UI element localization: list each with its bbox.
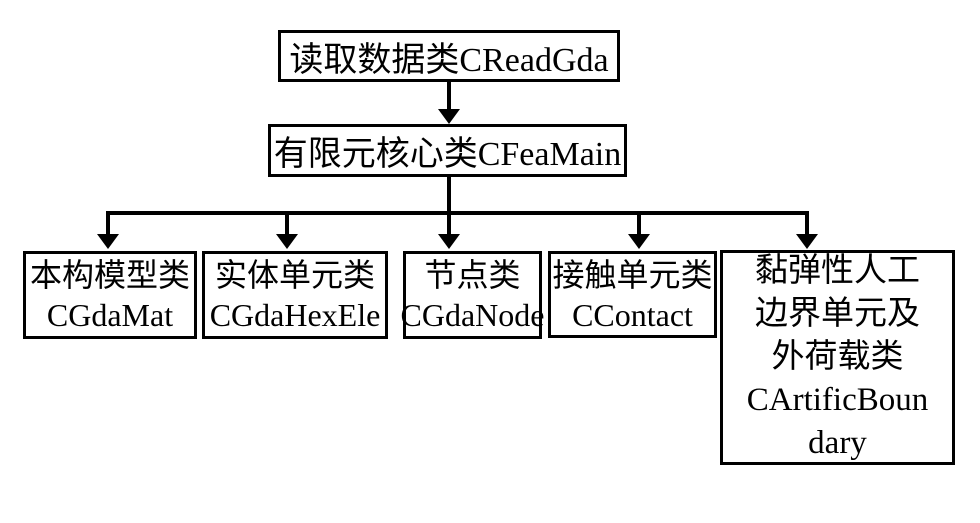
node-cfeamain-label: 有限元核心类CFeaMain [273, 136, 622, 173]
arrow-down-icon [438, 234, 460, 249]
node-creadgda-label: 读取数据类CReadGda [289, 41, 609, 79]
node-label-line: 实体单元类 [214, 257, 375, 293]
connector-drop-ccontact [637, 213, 641, 236]
node-cfeamain: 有限元核心类CFeaMain [268, 124, 627, 177]
arrow-down-icon [628, 234, 650, 249]
node-label-line: 接触单元类 [552, 256, 713, 293]
connector-readgda-to-feamain [447, 82, 451, 111]
arrow-down-icon [796, 234, 818, 249]
connector-drop-cgdahexele [285, 213, 289, 236]
node-label-line: 本构模型类 [29, 257, 190, 293]
node-label-line: 外荷载类 [771, 339, 904, 375]
node-label-line: CGdaNode [400, 297, 545, 333]
arrow-down-icon [97, 234, 119, 249]
connector-drop-cartificboundary [805, 213, 809, 236]
connector-horizontal-bus [106, 211, 809, 215]
connector-drop-cgdamat [106, 213, 110, 236]
node-label-line: dary [808, 425, 867, 461]
node-creadgda: 读取数据类CReadGda [278, 30, 620, 82]
node-label-line: CGdaMat [46, 297, 174, 333]
connector-feamain-stem [447, 177, 451, 213]
node-cartificboundary: 黏弹性人工边界单元及外荷载类 CArtificBoun dary [720, 250, 955, 465]
node-cgdahexele: 实体单元类 CGdaHexEle [202, 251, 388, 339]
node-cgdamat: 本构模型类 CGdaMat [23, 251, 197, 339]
node-label-line: 黏弹性人工 [755, 253, 920, 289]
arrow-down-icon [438, 109, 460, 124]
node-cgdanode: 节点类 CGdaNode [400, 251, 545, 339]
connector-drop-cgdanode [447, 213, 451, 236]
node-label-line: 节点类 [424, 257, 521, 293]
node-label-line: CGdaHexEle [209, 297, 381, 333]
node-label-line: CContact [572, 296, 693, 333]
node-label-line: CArtificBoun [746, 382, 929, 418]
arrow-down-icon [276, 234, 298, 249]
node-label-line: 边界单元及 [755, 296, 920, 332]
